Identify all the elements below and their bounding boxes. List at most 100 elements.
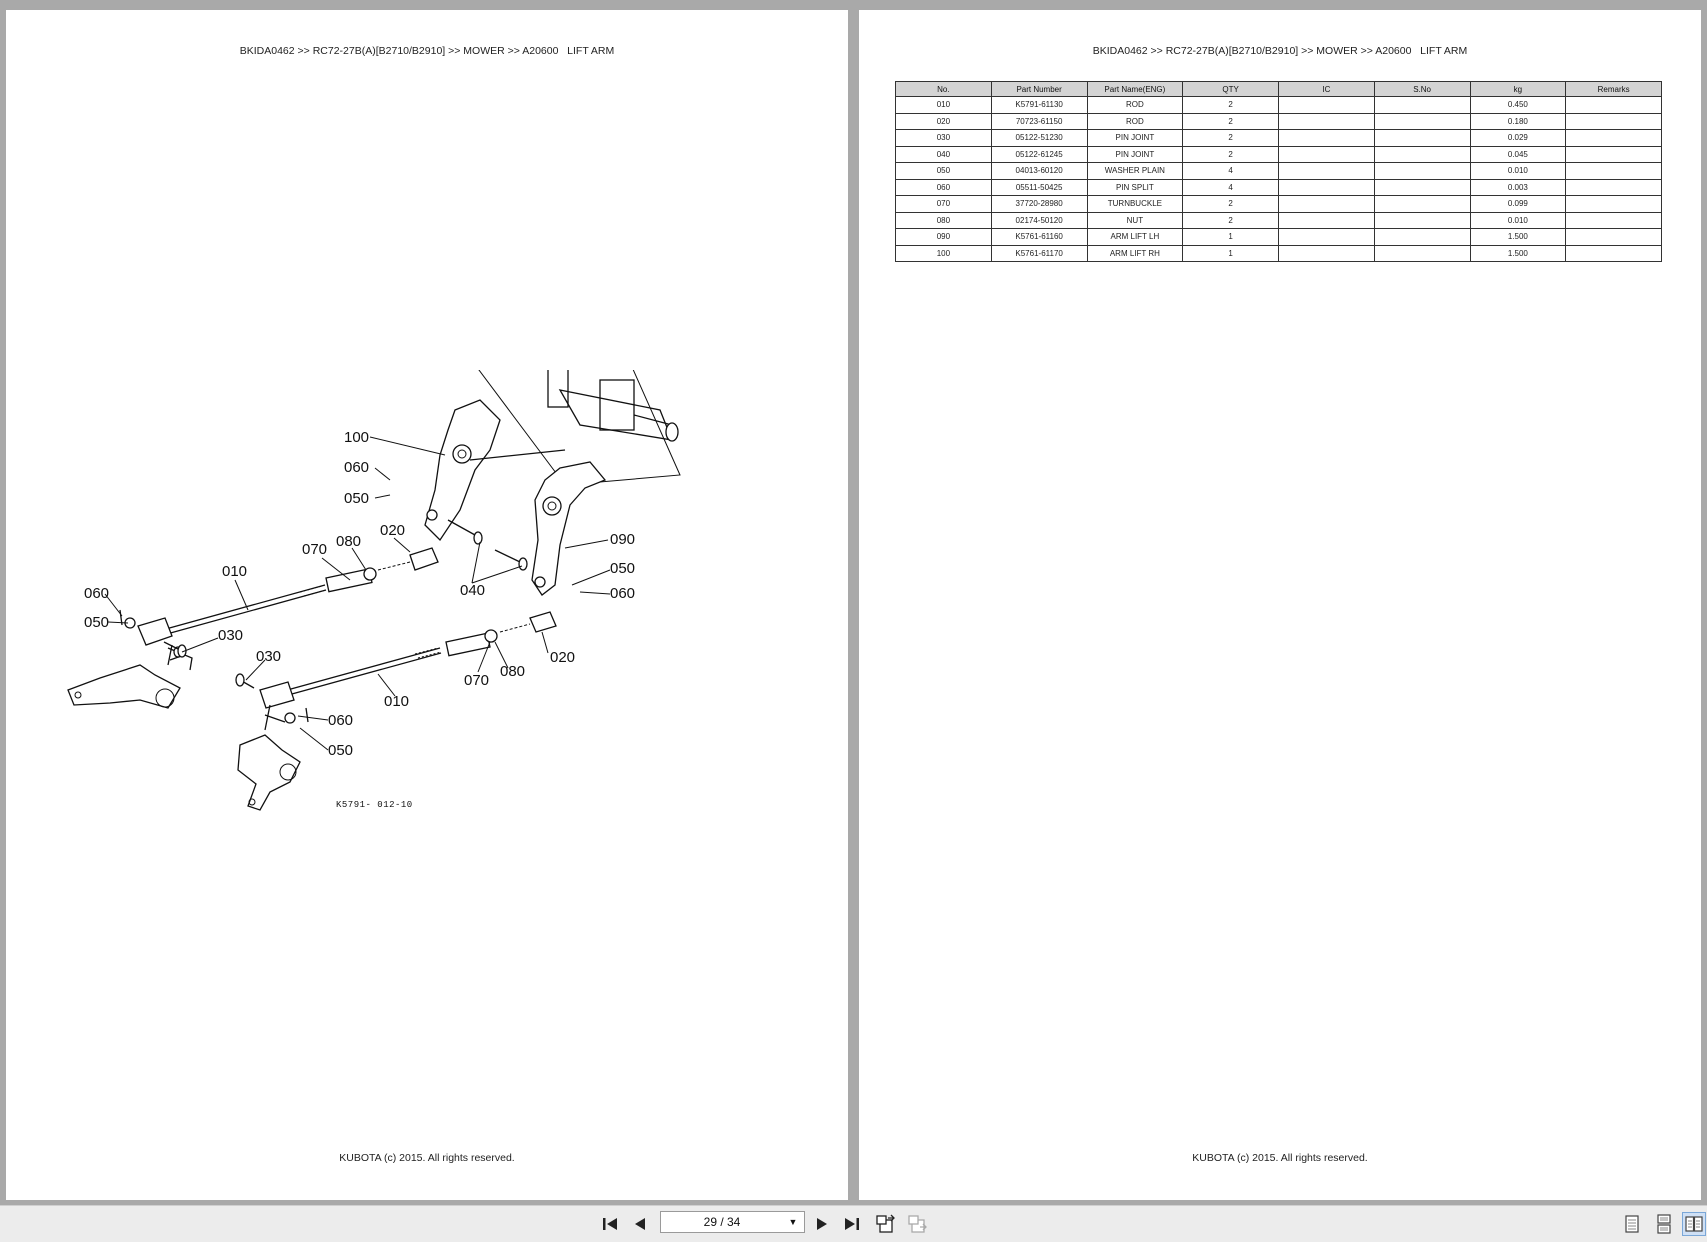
- page-left: BKIDA0462 >> RC72-27B(A)[B2710/B2910] >>…: [6, 10, 848, 1200]
- cell-part-name: ARM LIFT LH: [1086, 228, 1184, 246]
- table-row: 080 02174-50120 NUT 2 0.010: [895, 211, 1662, 229]
- callout-090: 090: [610, 531, 635, 548]
- header-part-number: Part Number: [990, 81, 1088, 97]
- table-row: 010 K5791-61130 ROD 2 0.450: [895, 96, 1662, 114]
- callout-010: 010: [222, 563, 247, 580]
- chevron-down-icon: ▼: [788, 1217, 798, 1227]
- cell-qty: 1: [1182, 228, 1279, 246]
- callout-070: 070: [302, 541, 327, 558]
- cell-ic: [1278, 162, 1375, 180]
- cell-no: 100: [895, 244, 992, 262]
- cell-remarks: [1565, 145, 1662, 163]
- table-row: 050 04013-60120 WASHER PLAIN 4 0.010: [895, 162, 1662, 180]
- cell-qty: 2: [1182, 211, 1279, 229]
- callout-020: 020: [550, 649, 575, 666]
- cell-sno: [1373, 96, 1471, 114]
- cell-qty: 4: [1182, 178, 1279, 196]
- page-back-icon: [876, 1214, 895, 1233]
- page-right: BKIDA0462 >> RC72-27B(A)[B2710/B2910] >>…: [859, 10, 1701, 1200]
- cell-kg: 0.010: [1469, 211, 1567, 229]
- cell-remarks: [1565, 112, 1662, 130]
- cell-no: 060: [895, 178, 992, 196]
- cell-kg: 0.099: [1469, 195, 1567, 213]
- last-page-icon: [845, 1218, 859, 1230]
- pin-joint-030-upper: [163, 641, 187, 658]
- page-header: BKIDA0462 >> RC72-27B(A)[B2710/B2910] >>…: [1092, 45, 1468, 57]
- page-footer: KUBOTA (c) 2015. All rights reserved.: [1192, 1152, 1368, 1164]
- cell-part-name: ROD: [1086, 96, 1184, 114]
- continuous-view-button[interactable]: [1652, 1212, 1676, 1236]
- callout-050: 050: [610, 560, 635, 577]
- callout-030: 030: [256, 648, 281, 665]
- cell-part-name: PIN JOINT: [1086, 145, 1184, 163]
- table-row: 100 K5761-61170 ARM LIFT RH 1 1.500: [895, 244, 1662, 262]
- cell-part-name: PIN SPLIT: [1086, 178, 1184, 196]
- pin-joint-030-lower: [235, 673, 255, 689]
- table-row: 020 70723-61150 ROD 2 0.180: [895, 112, 1662, 130]
- cell-part-number: K5761-61160: [990, 228, 1088, 246]
- callout-080: 080: [500, 663, 525, 680]
- cell-no: 080: [895, 211, 992, 229]
- pin-joints-040: [447, 519, 528, 571]
- page-selector[interactable]: ▼: [660, 1211, 805, 1233]
- previous-page-button[interactable]: [628, 1212, 652, 1236]
- callout-030: 030: [218, 627, 243, 644]
- cell-ic: [1278, 145, 1375, 163]
- callout-020: 020: [380, 522, 405, 539]
- cell-kg: 1.500: [1469, 228, 1567, 246]
- callout-050: 050: [84, 614, 109, 631]
- cell-kg: 0.450: [1469, 96, 1567, 114]
- last-page-button[interactable]: [840, 1212, 864, 1236]
- cell-qty: 2: [1182, 129, 1279, 147]
- first-page-icon: [603, 1218, 617, 1230]
- callout-leaders: [104, 436, 611, 751]
- bracket-left: [67, 644, 193, 709]
- cell-part-number: 05122-51230: [990, 129, 1088, 147]
- cell-qty: 2: [1182, 96, 1279, 114]
- viewer-toolbar: ▼: [0, 1205, 1707, 1242]
- cell-remarks: [1565, 162, 1662, 180]
- single-page-view-button[interactable]: [1620, 1212, 1644, 1236]
- first-page-button[interactable]: [598, 1212, 622, 1236]
- callout-050: 050: [344, 490, 369, 507]
- table-row: 090 K5761-61160 ARM LIFT LH 1 1.500: [895, 228, 1662, 246]
- cell-part-number: 37720-28980: [990, 195, 1088, 213]
- continuous-view-icon: [1657, 1214, 1671, 1234]
- page-back-button[interactable]: [874, 1212, 898, 1236]
- two-page-view-button[interactable]: [1682, 1212, 1706, 1236]
- cell-ic: [1278, 228, 1375, 246]
- cell-no: 040: [895, 145, 992, 163]
- cell-part-number: 02174-50120: [990, 211, 1088, 229]
- cell-kg: 1.500: [1469, 244, 1567, 262]
- cell-remarks: [1565, 211, 1662, 229]
- page-number-input[interactable]: [661, 1212, 783, 1232]
- cell-no: 070: [895, 195, 992, 213]
- cell-sno: [1373, 129, 1471, 147]
- page-forward-button[interactable]: [906, 1212, 930, 1236]
- cell-part-name: WASHER PLAIN: [1086, 162, 1184, 180]
- header-kg: kg: [1469, 81, 1567, 97]
- cell-sno: [1373, 195, 1471, 213]
- cell-ic: [1278, 211, 1375, 229]
- cell-remarks: [1565, 129, 1662, 147]
- cell-remarks: [1565, 178, 1662, 196]
- cell-no: 010: [895, 96, 992, 114]
- cell-part-number: 70723-61150: [990, 112, 1088, 130]
- header-part-name: Part Name(ENG): [1086, 81, 1184, 97]
- callout-050: 050: [328, 742, 353, 759]
- cell-part-name: ARM LIFT RH: [1086, 244, 1184, 262]
- callout-060: 060: [84, 585, 109, 602]
- cell-qty: 2: [1182, 112, 1279, 130]
- bracket-middle: [237, 704, 301, 811]
- next-page-button[interactable]: [810, 1212, 834, 1236]
- cell-ic: [1278, 195, 1375, 213]
- parts-diagram: 100 060 050 070 080 020 010 060 050 030 …: [67, 370, 681, 811]
- cell-qty: 4: [1182, 162, 1279, 180]
- parts-table: No. Part Number Part Name(ENG) QTY IC S.…: [895, 81, 1662, 262]
- previous-page-icon: [635, 1218, 645, 1230]
- cell-sno: [1373, 112, 1471, 130]
- page-dropdown-button[interactable]: ▼: [784, 1212, 802, 1232]
- figure-code: K5791- 012-10: [336, 800, 413, 810]
- cell-sno: [1373, 178, 1471, 196]
- header-qty: QTY: [1182, 81, 1279, 97]
